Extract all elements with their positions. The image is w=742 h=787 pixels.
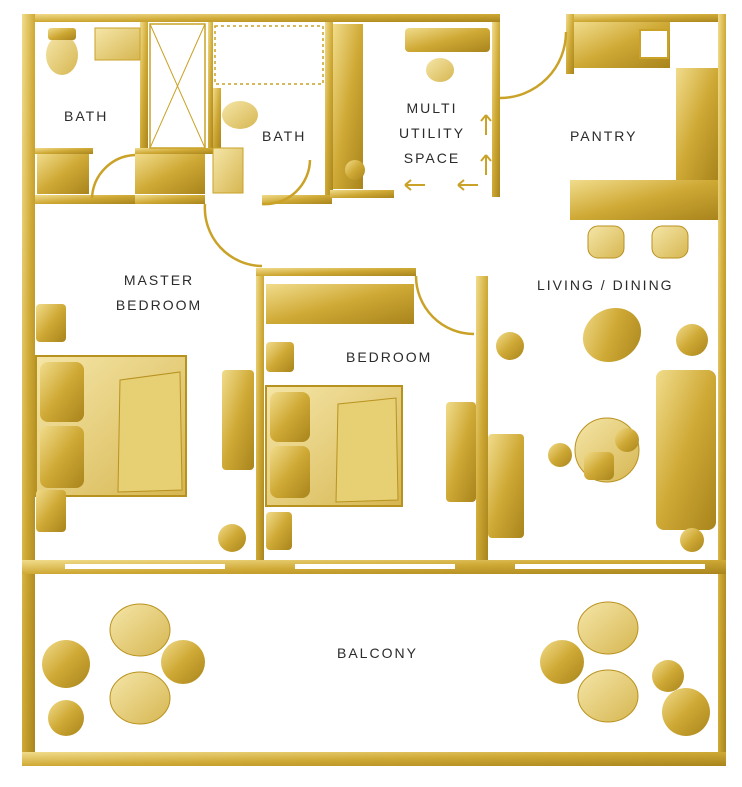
room-label-living-dining: LIVING / DINING [537,277,674,293]
utility-fixtures [333,24,492,191]
room-label-pantry: PANTRY [570,128,638,144]
pantry-fixtures [570,22,718,220]
balcony-furniture [42,601,710,736]
master-bedroom-furniture [35,304,254,552]
room-label-master-bedroom-1: MASTER [123,272,195,288]
room-label-multi-utility-1: MULTI [406,100,458,116]
door-swings [90,31,568,336]
room-label-master-bedroom-2: BEDROOM [115,297,203,313]
bar-stools [587,225,689,259]
room-label-bath-1: BATH [64,108,109,124]
bath-2-fixtures [212,25,324,194]
room-label-multi-utility-2: UTILITY [398,125,466,141]
windows [65,564,705,569]
room-label-balcony: BALCONY [337,645,418,661]
bath-1-fixtures [37,23,206,194]
room-label-bedroom: BEDROOM [346,349,433,365]
room-label-bath-2: BATH [262,128,307,144]
bedroom-furniture [265,284,476,550]
living-furniture [488,307,716,552]
room-label-multi-utility-3: SPACE [403,150,461,166]
